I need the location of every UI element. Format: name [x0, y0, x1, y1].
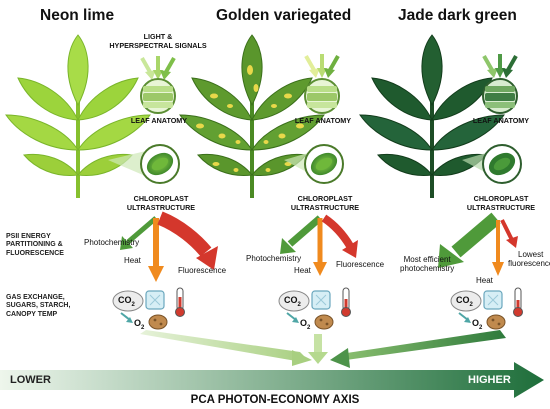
leaf-anatomy-circle-3: [482, 78, 518, 114]
plant-jade-dark-green: [359, 34, 505, 198]
zoom-wedge-1: [108, 150, 150, 178]
signal-label: LIGHT & HYPERSPECTRAL SIGNALS: [109, 32, 207, 50]
anatomy-label-3: LEAF ANATOMY: [472, 116, 530, 125]
panel-jade-dark-green: [330, 34, 523, 368]
gas-icons-1: [112, 287, 185, 330]
fluorescence-label-1: Fluorescence: [178, 266, 227, 275]
variegation-spots: [196, 65, 304, 172]
psii-arrows-2: [280, 214, 358, 276]
signal-arrows-3: [482, 54, 518, 78]
chloroplast-circle-2: [304, 144, 344, 184]
psii-arrows-1: [120, 211, 218, 282]
anatomy-label-1: LEAF ANATOMY: [130, 116, 188, 125]
plant-neon-lime: [5, 34, 151, 198]
co2-label-2: CO2: [284, 295, 301, 308]
panel-title-jade-dark-green: Jade dark green: [398, 7, 517, 24]
side-label-gas-exchange: GAS EXCHANGE, SUGARS, STARCH, CANOPY TEM…: [6, 294, 71, 318]
starch-grain-icon: [314, 314, 334, 330]
heat-label-3: Heat: [476, 276, 493, 285]
converge-arrow-2: [308, 334, 328, 364]
starch-grain-icon: [148, 314, 168, 330]
co2-label-1: CO2: [118, 295, 135, 308]
panel-golden-variegated: [179, 34, 358, 364]
o2-label-3: O2: [472, 318, 483, 331]
gas-icons-2: [278, 287, 351, 330]
leaf-anatomy-circle-1: [140, 78, 176, 114]
chloroplast-label-1: CHLOROPLAST ULTRASTRUCTURE: [126, 194, 196, 212]
photochemistry-label-3: Most efficient photochemistry: [400, 255, 455, 273]
starch-grain-icon: [486, 314, 506, 330]
fluorescence-label-3: Lowest fluorescence: [508, 250, 550, 268]
anatomy-label-2: LEAF ANATOMY: [294, 116, 352, 125]
axis-title: PCA PHOTON-ECONOMY AXIS: [190, 394, 360, 406]
chloroplast-circle-3: [482, 144, 522, 184]
side-label-psii: PSII ENERGY PARTITIONING & FLUORESCENCE: [6, 233, 64, 257]
axis-higher-label: HIGHER: [468, 374, 511, 386]
psii-arrows-3: [438, 212, 518, 276]
chloroplast-label-3: CHLOROPLAST ULTRASTRUCTURE: [466, 194, 536, 212]
gas-icons-3: [450, 287, 523, 330]
photochemistry-label-2: Photochemistry: [246, 254, 302, 263]
fluorescence-label-2: Fluorescence: [336, 260, 385, 269]
converge-arrow-1: [140, 330, 306, 362]
o2-label-2: O2: [300, 318, 311, 331]
axis-lower-label: LOWER: [10, 374, 51, 386]
thermometer-icon: [341, 287, 351, 317]
photochemistry-label-1: Photochemistry: [84, 238, 140, 247]
o2-label-1: O2: [134, 318, 145, 331]
plant-golden-variegated: [179, 34, 325, 198]
leaf-anatomy-circle-2: [304, 78, 340, 114]
panel-title-neon-lime: Neon lime: [40, 7, 115, 24]
thermometer-icon: [513, 287, 523, 317]
heat-label-2: Heat: [294, 266, 311, 275]
signal-arrows-1: [140, 56, 176, 80]
sugar-cube-icon: [145, 290, 165, 310]
thermometer-icon: [175, 287, 185, 317]
co2-label-3: CO2: [456, 295, 473, 308]
signal-arrows-2: [304, 54, 340, 78]
panel-title-golden-variegated: Golden variegated: [216, 7, 352, 24]
panel-neon-lime: [5, 34, 312, 366]
converge-arrow-3: [330, 330, 506, 368]
pca-axis-arrow: [0, 362, 544, 398]
chloroplast-label-2: CHLOROPLAST ULTRASTRUCTURE: [290, 194, 360, 212]
chloroplast-circle-1: [140, 144, 180, 184]
heat-label-1: Heat: [124, 256, 141, 265]
